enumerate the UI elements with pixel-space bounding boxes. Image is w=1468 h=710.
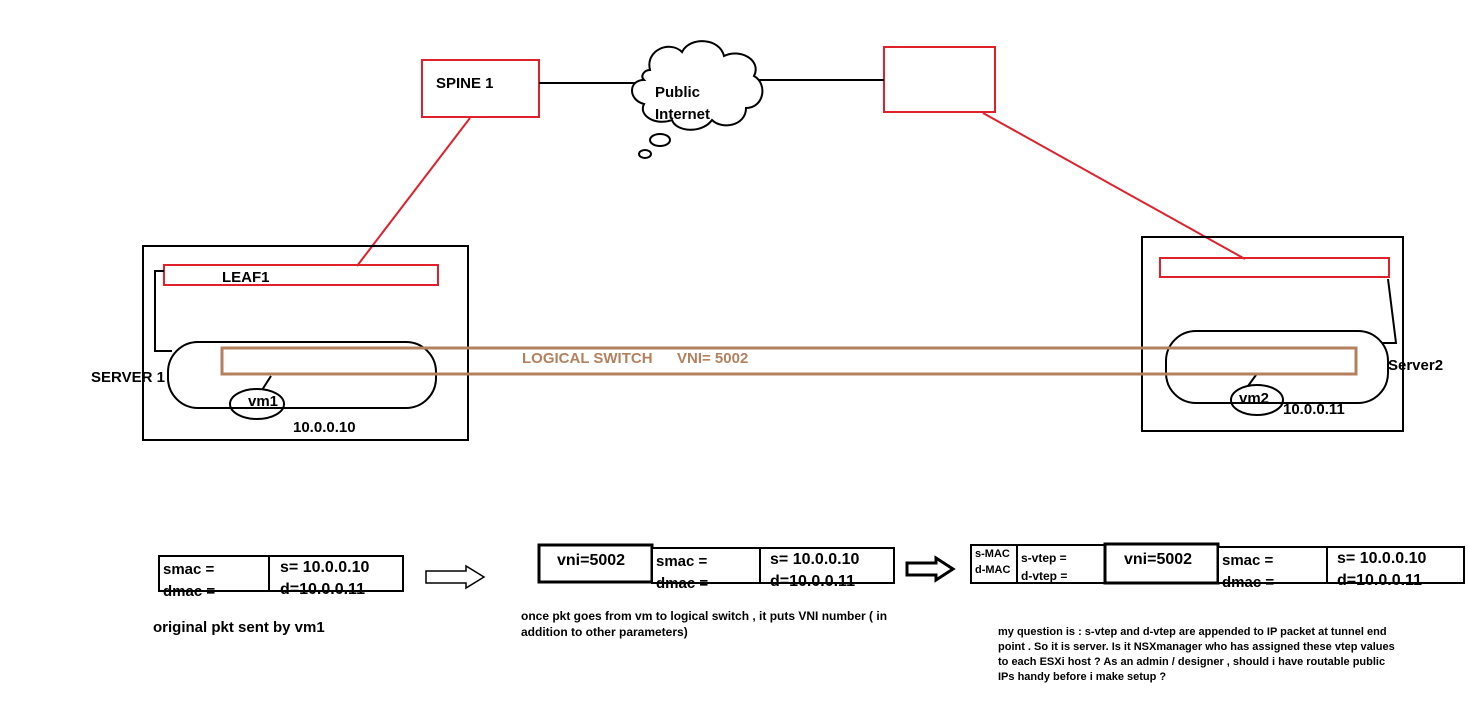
- pkt2-dmac: dmac =: [656, 575, 709, 592]
- server2-vswitch: [1165, 330, 1389, 404]
- pkt2-smac: smac =: [656, 553, 708, 570]
- question-note: my question is : s-vtep and d-vtep are a…: [998, 626, 1395, 683]
- pkt2-dst: d=10.0.0.11: [770, 573, 855, 590]
- leaf2-box: [1159, 257, 1390, 278]
- pkt1-smac: smac =: [163, 561, 215, 578]
- pkt1-dmac: dmac =: [163, 583, 216, 600]
- pkt3-src: s= 10.0.0.10: [1337, 550, 1427, 567]
- cloud-label-line1: Public: [655, 84, 701, 101]
- pkt2-caption: once pkt goes from vm to logical switch …: [521, 609, 888, 639]
- pkt3-dvtep: d-vtep =: [1021, 569, 1068, 583]
- pkt3-smac: smac =: [1222, 552, 1274, 569]
- vm1-label: vm1: [248, 393, 279, 410]
- spine2-leaf2-link: [982, 112, 1246, 260]
- pkt1-dst: d=10.0.0.11: [280, 581, 365, 598]
- pkt3-dmac: dmac =: [1222, 574, 1275, 591]
- server2-uplink: [1382, 278, 1398, 344]
- arrow-bold-icon: [905, 555, 956, 583]
- pkt3-mac-box: [970, 544, 1018, 584]
- cloud-label-line2: Internet: [655, 106, 711, 123]
- spine2-box: [883, 46, 996, 113]
- pkt2-vni: vni=5002: [557, 552, 626, 569]
- server2-box: [1141, 236, 1404, 432]
- pkt1-src: s= 10.0.0.10: [280, 559, 370, 576]
- server1-label: SERVER 1: [91, 369, 165, 386]
- pkt3-svtep: s-vtep =: [1021, 551, 1067, 565]
- vm2-label: vm2: [1239, 390, 1270, 407]
- pkt3-smac-outer: s-MAC: [975, 548, 1010, 560]
- vm1-connector: [261, 375, 272, 391]
- pkt2-box: [651, 547, 895, 584]
- server2-label: Server2: [1388, 357, 1444, 374]
- spine1-label: SPINE 1: [436, 75, 494, 92]
- pkt3-vtep-box: [1016, 544, 1106, 584]
- logical-switch-vni: VNI= 5002: [677, 350, 749, 367]
- vm2-oval: [1230, 384, 1284, 416]
- pkt3-dst: d=10.0.0.11: [1337, 572, 1422, 589]
- pkt1-box: [158, 555, 404, 592]
- logical-switch-bar: [220, 346, 1358, 376]
- vm1-oval: [229, 388, 285, 420]
- pkt3-vni: vni=5002: [1124, 551, 1193, 568]
- pkt3-box: [1217, 546, 1465, 584]
- server1-uplink: [154, 270, 172, 352]
- server1-ip: 10.0.0.10: [293, 419, 356, 436]
- leaf1-box: [163, 264, 439, 286]
- pkt3-dmac-outer: d-MAC: [975, 564, 1011, 576]
- pkt2-src: s= 10.0.0.10: [770, 551, 860, 568]
- internet-cloud-icon: [631, 40, 764, 159]
- server1-box: [142, 245, 469, 441]
- leaf1-label: LEAF1: [222, 269, 270, 286]
- spine1-leaf1-link: [356, 117, 471, 267]
- spine1-box: [421, 59, 540, 118]
- logical-switch-label: LOGICAL SWITCH: [522, 350, 653, 367]
- vm2-connector: [1247, 374, 1257, 387]
- server2-ip: 10.0.0.11: [1283, 401, 1345, 418]
- arrow-hollow-icon: [425, 564, 486, 590]
- pkt1-caption: original pkt sent by vm1: [153, 619, 325, 636]
